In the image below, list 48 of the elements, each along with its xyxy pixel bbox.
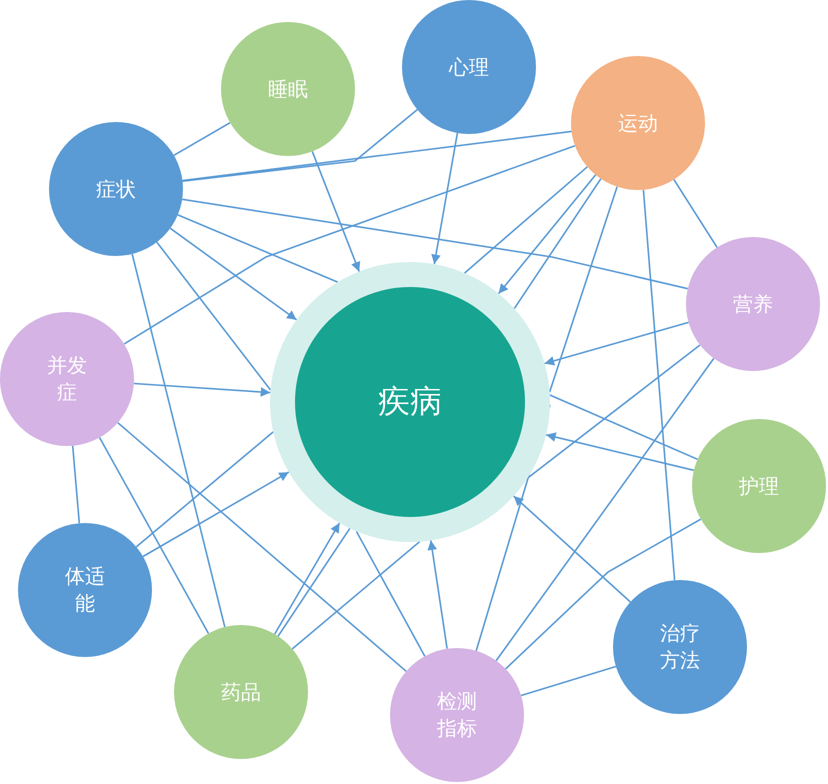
node-label: 疾病: [378, 381, 442, 422]
connector-line: [124, 144, 576, 345]
connector-line: [292, 541, 420, 650]
node-label: 营养: [733, 290, 773, 318]
arrow: [431, 132, 458, 264]
node-label: 心理: [449, 54, 489, 80]
connector-line: [277, 528, 350, 637]
node-label: 睡眠: [268, 76, 308, 102]
arrow: [427, 540, 448, 649]
node-label: 护理: [739, 472, 779, 500]
connector-line: [182, 198, 688, 290]
connector-line: [356, 531, 426, 657]
arrow: [498, 174, 596, 294]
connector-line: [496, 358, 714, 662]
arrow: [513, 496, 631, 603]
arrow: [546, 432, 694, 472]
connector-line: [131, 254, 226, 628]
connector-line: [182, 130, 572, 182]
connector-line: [520, 666, 616, 696]
node-label: 检测指标: [436, 688, 478, 742]
connector-line: [526, 344, 700, 479]
node-label: 药品: [221, 678, 261, 706]
node-label: 并发症: [46, 352, 88, 406]
connector-line: [178, 214, 338, 283]
connector-line: [136, 431, 274, 548]
connector-line: [642, 190, 676, 580]
arrow: [170, 228, 298, 321]
node-label: 治疗方法: [659, 620, 701, 674]
node-label: 运动: [618, 110, 658, 136]
connector-line: [464, 166, 588, 274]
connector-line: [182, 108, 418, 182]
connector-line: [673, 179, 718, 248]
connector-line: [549, 394, 698, 460]
connector-line: [98, 437, 210, 634]
node-label: 症状: [96, 176, 136, 202]
connector-line: [72, 446, 80, 524]
arrow: [274, 522, 340, 634]
connector-line: [117, 422, 407, 672]
connector-line: [514, 178, 602, 310]
arrow: [544, 322, 689, 366]
connector-line: [548, 186, 618, 392]
connector-line: [174, 122, 230, 156]
arrow: [312, 151, 360, 272]
arrow: [142, 471, 290, 558]
node-label: 体适能: [64, 563, 106, 617]
arrow: [134, 382, 270, 397]
connector-line: [156, 242, 272, 390]
connector-line: [505, 518, 702, 670]
